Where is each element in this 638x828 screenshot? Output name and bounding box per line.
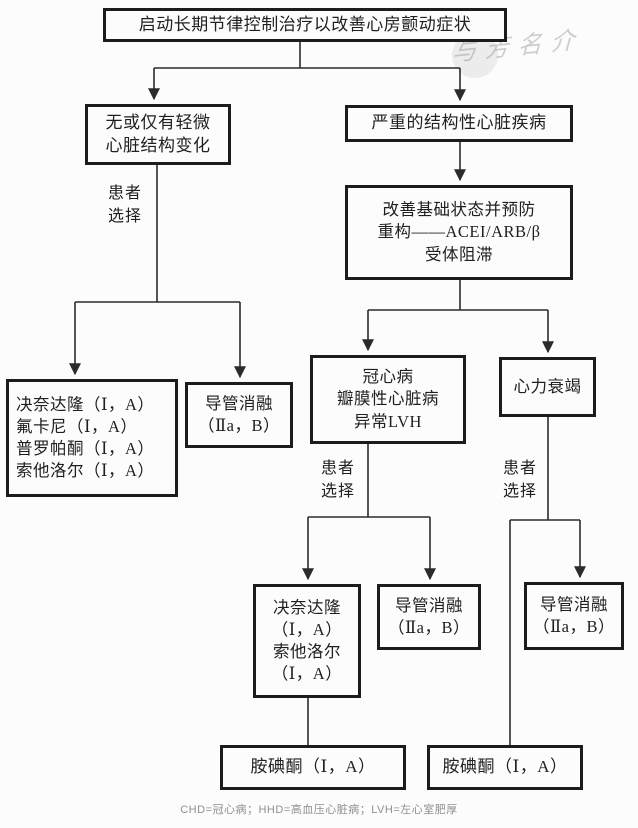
node-text: 决奈达隆: [273, 597, 341, 617]
node-text: 决奈达隆（Ⅰ，A）: [16, 394, 155, 414]
node-text: 改善基础状态并预防: [382, 200, 536, 220]
node-drug-options-mid: 决奈达隆 （Ⅰ，A） 索他洛尔 （Ⅰ，A）: [253, 584, 361, 698]
node-drug-options-left: 决奈达隆（Ⅰ，A） 氟卡尼（Ⅰ，A） 普罗帕酮（Ⅰ，A） 索他洛尔（Ⅰ，A）: [6, 379, 178, 497]
node-text: 受体阻滞: [425, 244, 493, 264]
node-text: 索他洛尔（Ⅰ，A）: [16, 461, 155, 481]
node-text: 索他洛尔: [273, 642, 341, 661]
label-text: 患者: [320, 460, 355, 477]
node-chd-valvular-lvh: 冠心病 瓣膜性心脏病 异常LVH: [310, 355, 466, 444]
node-no-mild-structural-change: 无或仅有轻微 心脏结构变化: [85, 104, 231, 165]
node-text: 氟卡尼（Ⅰ，A）: [16, 416, 138, 436]
legend-abbreviations: CHD=冠心病；HHD=高血压心脏病；LVH=左心室肥厚: [180, 804, 458, 816]
node-text: 胺碘酮（Ⅰ，A）: [442, 757, 568, 777]
label-text: 选择: [320, 483, 355, 501]
node-amiodarone-right: 胺碘酮（Ⅰ，A）: [427, 745, 583, 790]
label-patient-choice-left: 患者 选择: [97, 182, 153, 228]
node-text: 普罗帕酮（Ⅰ，A）: [16, 439, 155, 458]
label-text: 患者: [502, 460, 537, 477]
node-start-rhythm-control: 启动长期节律控制治疗以改善心房颤动症状: [103, 8, 507, 42]
node-text: 异常LVH: [354, 411, 422, 431]
node-text: （Ⅱa，B）: [387, 618, 471, 637]
node-text: 严重的结构性心脏疾病: [371, 113, 547, 133]
node-catheter-ablation-left: 导管消融 （Ⅱa，B）: [185, 382, 293, 448]
node-text: （Ⅱa，B）: [532, 617, 616, 636]
label-text: 选择: [502, 483, 537, 501]
label-patient-choice-middle: 患者 选择: [312, 457, 364, 503]
node-text: 冠心病: [362, 367, 414, 387]
node-heart-failure: 心力衰竭: [499, 357, 596, 417]
label-text: 患者: [107, 185, 142, 202]
node-improve-baseline-prevent-remodeling: 改善基础状态并预防 重构——ACEI/ARB/β 受体阻滞: [345, 185, 573, 280]
node-text: 导管消融: [540, 594, 608, 614]
node-text: 无或仅有轻微: [105, 112, 211, 132]
node-text: 启动长期节律控制治疗以改善心房颤动症状: [138, 14, 472, 34]
label-text: 选择: [107, 208, 142, 226]
node-text: 胺碘酮（Ⅰ，A）: [250, 757, 376, 777]
node-catheter-ablation-mid: 导管消融 （Ⅱa，B）: [377, 584, 481, 650]
node-text: 心脏结构变化: [105, 135, 211, 155]
node-text: 导管消融: [395, 595, 463, 615]
node-text: 心力衰竭: [513, 376, 582, 396]
node-text: 重构——ACEI/ARB/β: [377, 222, 541, 242]
label-patient-choice-right: 患者 选择: [494, 457, 546, 503]
node-severe-structural-disease: 严重的结构性心脏疾病: [345, 105, 573, 142]
node-text: （Ⅱa，B）: [197, 416, 281, 435]
node-amiodarone-left: 胺碘酮（Ⅰ，A）: [220, 745, 406, 790]
node-text: 导管消融: [205, 393, 273, 413]
node-catheter-ablation-right: 导管消融 （Ⅱa，B）: [524, 582, 624, 650]
node-text: 瓣膜性心脏病: [337, 389, 439, 409]
node-text: （Ⅰ，A）: [271, 619, 343, 639]
node-text: （Ⅰ，A）: [271, 664, 343, 684]
